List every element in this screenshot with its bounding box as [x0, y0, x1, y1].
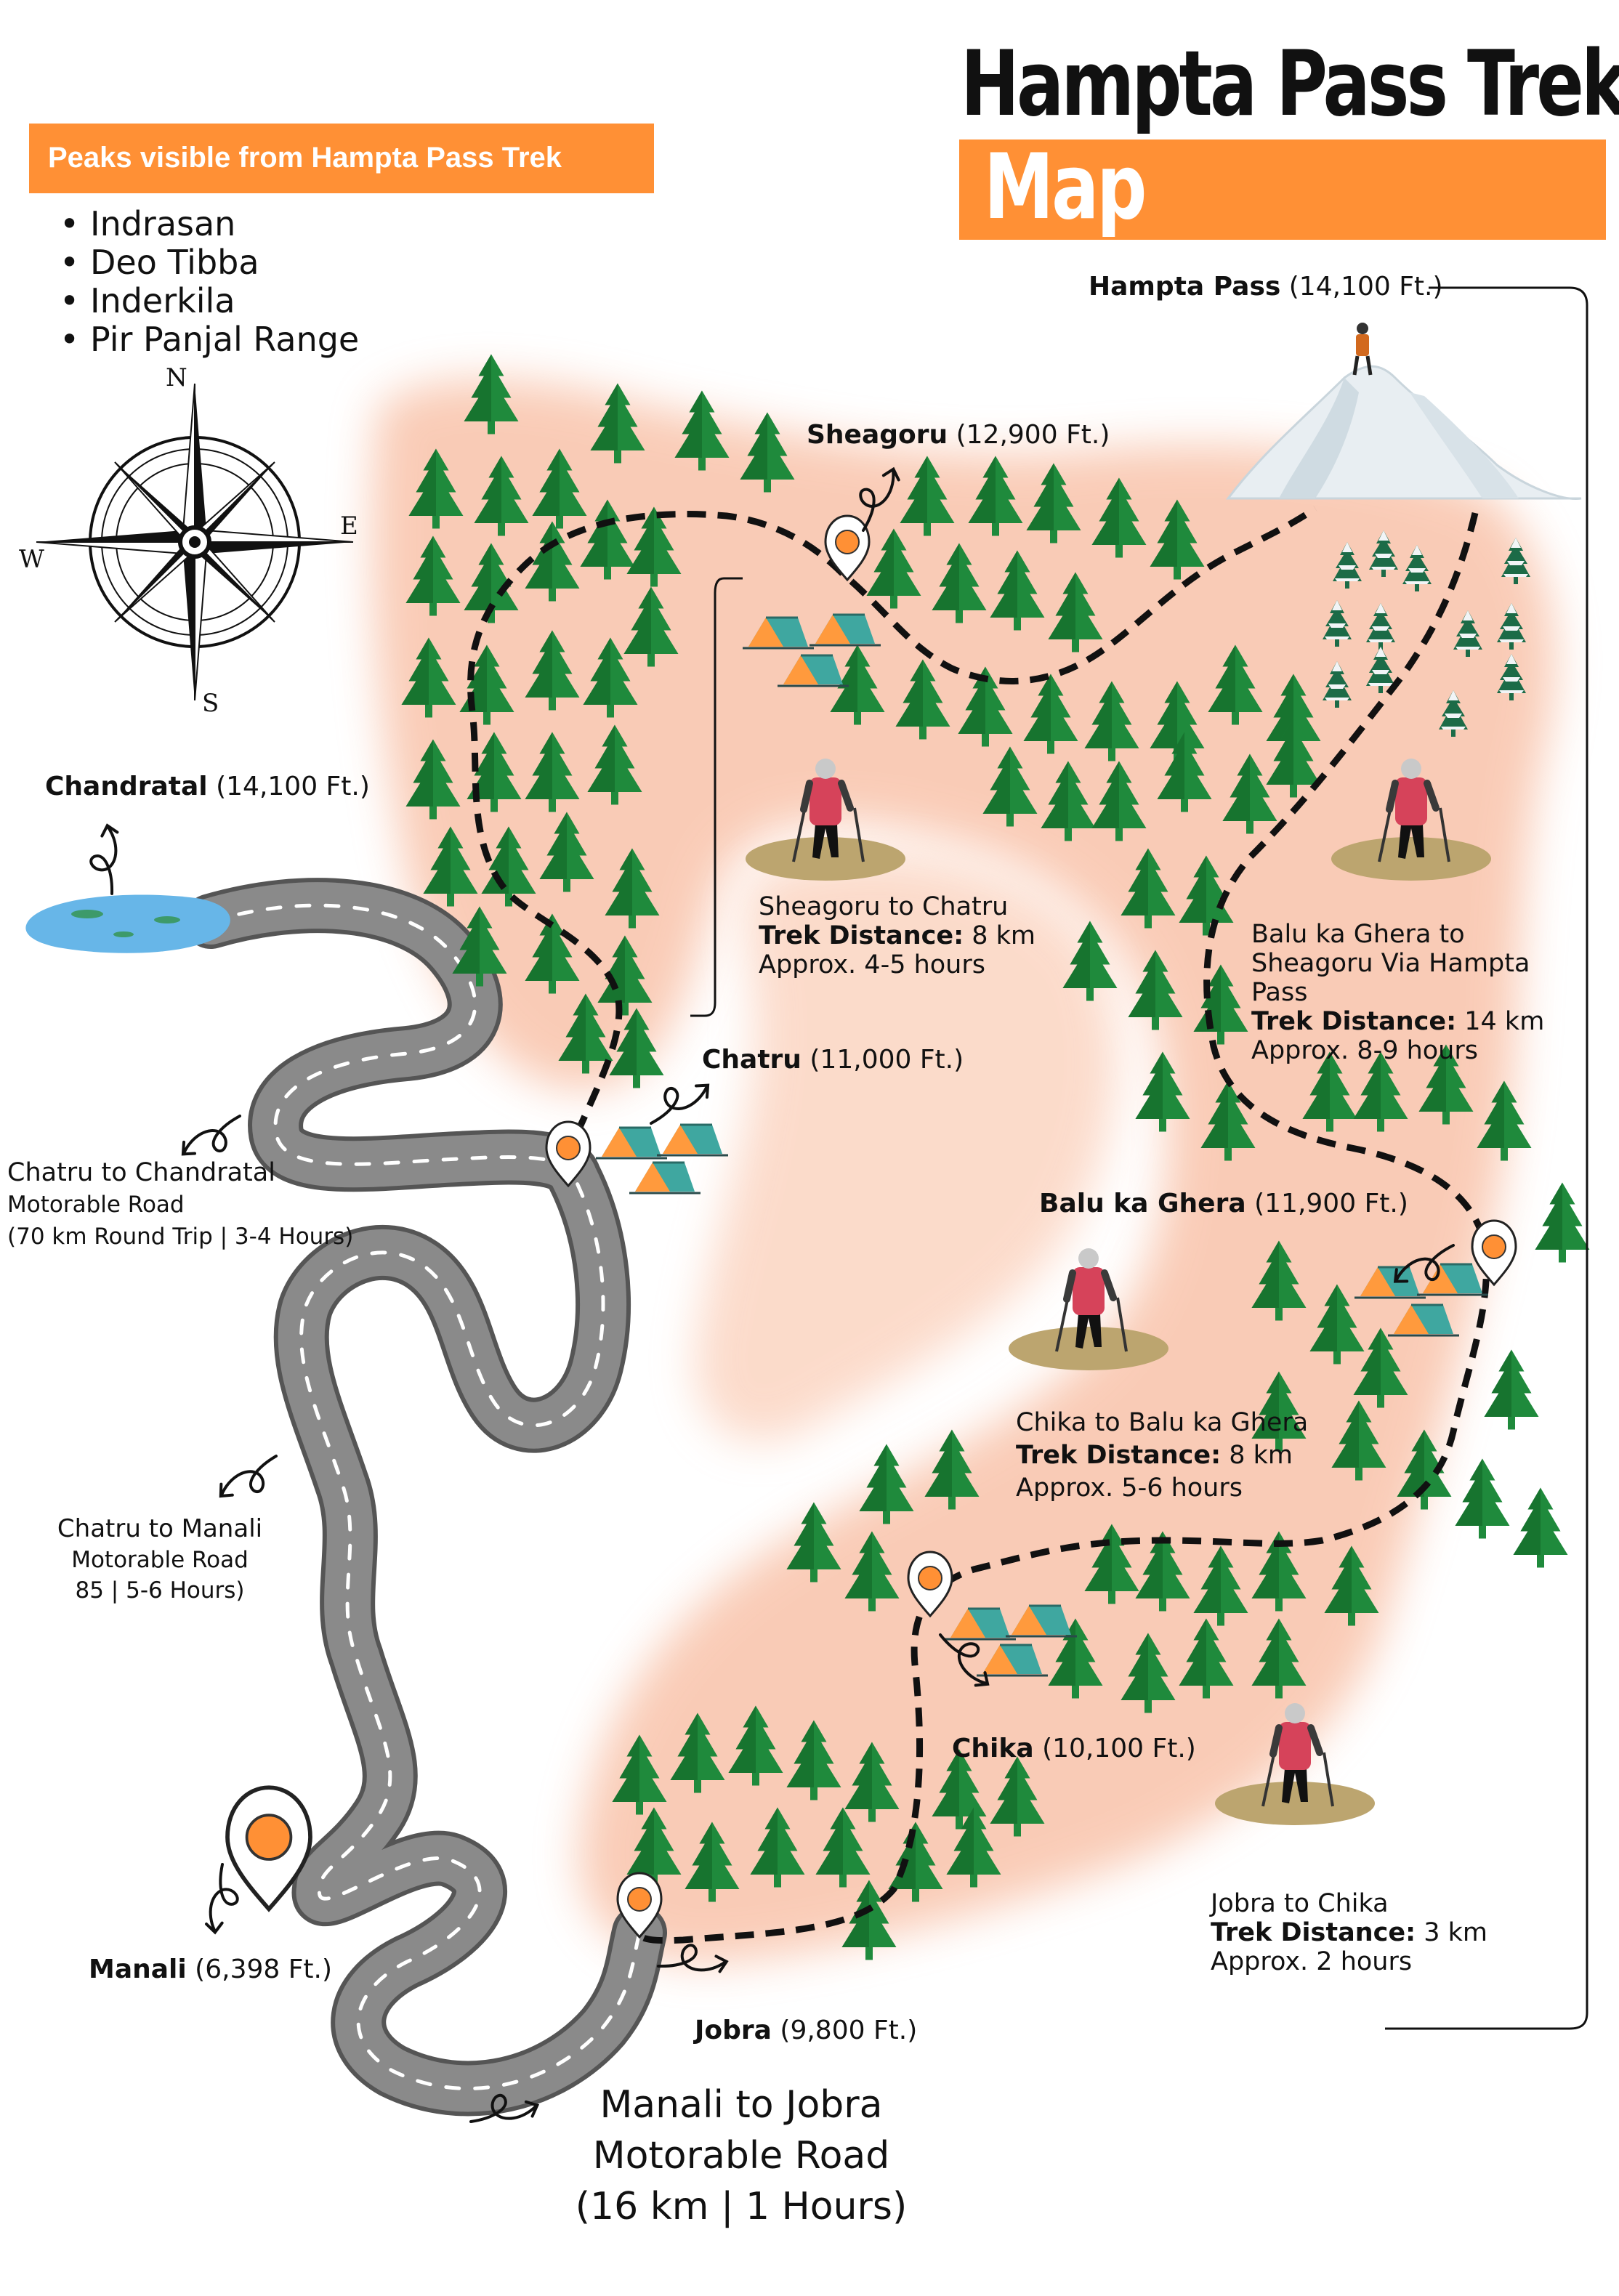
- place-label-chika: Chika (10,100 Ft.): [952, 1734, 1196, 1763]
- curly-arrow-icon: [644, 1080, 714, 1125]
- page-subtitle: Map: [984, 135, 1147, 240]
- title-banner: Map: [959, 135, 1606, 240]
- place-label-manali: Manali (6,398 Ft.): [89, 1955, 333, 1984]
- road-note-chatru-manali: Chatru to Manali Motorable Road 85 | 5-6…: [57, 1514, 263, 1604]
- peak-item: Indrasan: [65, 205, 359, 243]
- compass-west: W: [19, 545, 44, 574]
- terrain-wash-light: [695, 854, 1117, 1442]
- place-label-chandratal: Chandratal (14,100 Ft.): [45, 772, 370, 801]
- place-label-balu-ka-ghera: Balu ka Ghera (11,900 Ft.): [1039, 1189, 1408, 1218]
- place-label-sheagoru: Sheagoru (12,900 Ft.): [807, 420, 1110, 450]
- motorable-road: [183, 878, 667, 2117]
- trek-trail: [467, 506, 1490, 1944]
- tree-icon: [1455, 1458, 1510, 1539]
- peaks-heading: Peaks visible from Hampta Pass Trek: [48, 142, 562, 174]
- compass-north: N: [166, 363, 187, 392]
- mountain-peak-icon: [1225, 323, 1582, 501]
- segment-info-jobra-chika: Jobra to Chika Trek Distance: 3 km Appro…: [1211, 1889, 1488, 1976]
- summit-hiker-icon: [1352, 323, 1373, 376]
- road-note-chatru-chandratal: Chatru to Chandratal Motorable Road (70 …: [7, 1158, 354, 1250]
- place-label-chatru: Chatru (11,000 Ft.): [702, 1045, 964, 1075]
- segment-info-sheagoru-chatru: Sheagoru to Chatru Trek Distance: 8 km A…: [759, 892, 1036, 979]
- peak-item: Pir Panjal Range: [65, 320, 359, 359]
- peaks-list: Indrasan Deo Tibba Inderkila Pir Panjal …: [65, 205, 359, 359]
- tree-icon: [1513, 1487, 1568, 1568]
- segment-info-balu-sheagoru: Balu ka Ghera to Sheagoru Via Hampta Pas…: [1251, 920, 1545, 1065]
- road-note-manali-jobra: Manali to Jobra Motorable Road (16 km | …: [575, 2083, 908, 2228]
- lake-icon: [25, 894, 230, 953]
- segment-info-chika-balu: Chika to Balu ka Ghera Trek Distance: 8 …: [1016, 1408, 1309, 1503]
- compass-east: E: [340, 512, 358, 541]
- peaks-heading-banner: Peaks visible from Hampta Pass Trek: [29, 124, 654, 193]
- curly-arrow-icon: [213, 1455, 284, 1501]
- curly-arrow-icon: [81, 822, 135, 895]
- tree-icon: [1535, 1182, 1590, 1263]
- page-title: Hampta Pass Trek: [961, 32, 1619, 137]
- compass-south: S: [202, 689, 219, 718]
- curly-arrow-icon: [177, 1115, 247, 1159]
- place-label-hampta-pass: Hampta Pass (14,100 Ft.): [1089, 272, 1443, 302]
- bracket-line: [690, 286, 1588, 2030]
- peak-item: Deo Tibba: [65, 243, 359, 282]
- tree-icon: [1484, 1349, 1539, 1430]
- compass-icon: [36, 383, 354, 701]
- tent-icon-group-chatru: [594, 1123, 730, 1195]
- place-label-jobra: Jobra (9,800 Ft.): [695, 2016, 918, 2045]
- peak-item: Inderkila: [65, 282, 359, 320]
